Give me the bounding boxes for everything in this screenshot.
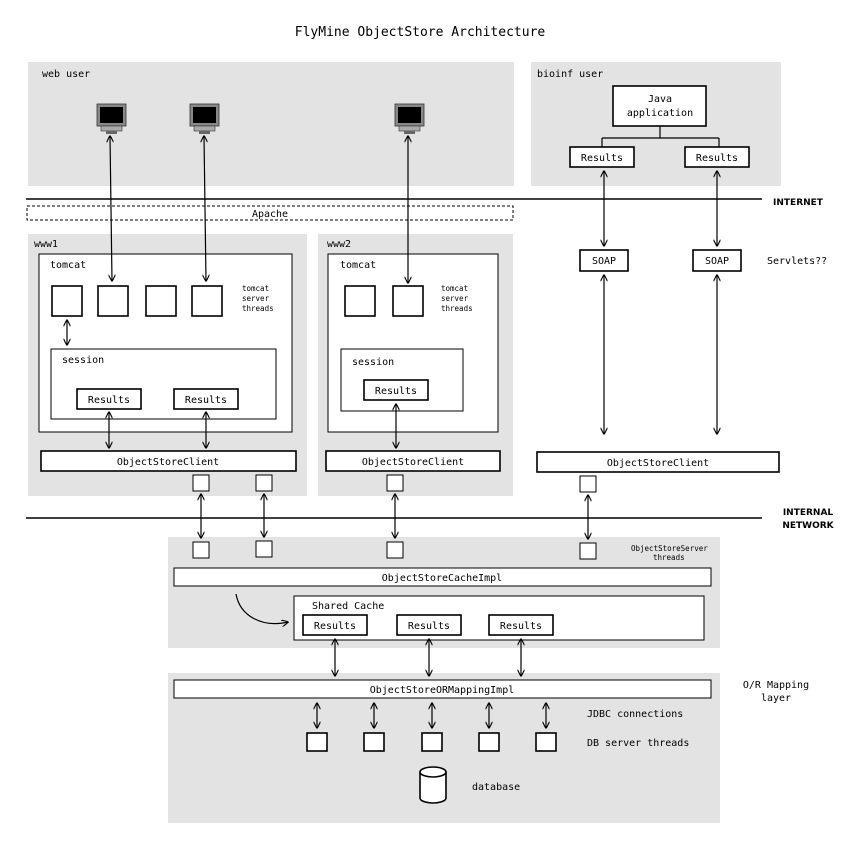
internet-label: INTERNET: [773, 198, 824, 208]
www1-thread-box: [51, 285, 83, 317]
www1-thread-box: [145, 285, 177, 317]
soap-left-box: [579, 249, 629, 272]
www2-results-label: Results: [375, 386, 417, 397]
objectstore-cache-impl: [173, 567, 712, 587]
www1-session-label: session: [62, 355, 104, 366]
shared-cache-results-2-label: Results: [408, 621, 450, 632]
jdbc-connections-label: JDBC connections: [587, 709, 683, 720]
www1-objectstoreclient: [40, 450, 297, 472]
monitor-icon: [96, 103, 127, 134]
arrow-monitor2-www1: [204, 136, 206, 281]
db-server-threads-label: DB server threads: [587, 738, 689, 749]
www2-objectstoreclient: [325, 450, 501, 472]
monitor-icon: [394, 103, 425, 134]
apache-label: Apache: [252, 209, 288, 220]
db-thread-box: [421, 732, 443, 752]
internal-network-label-2: NETWORK: [782, 521, 834, 531]
java-application-label-2: application: [627, 108, 693, 119]
bioinf-objectstoreclient-label: ObjectStoreClient: [607, 458, 709, 469]
soap-right-box: [692, 249, 742, 272]
bioinf-results-left: [569, 146, 635, 168]
db-thread-box: [306, 732, 328, 752]
db-thread-box: [535, 732, 557, 752]
database-cylinder-icon: [419, 766, 447, 804]
java-application-box: [612, 85, 707, 127]
connection-arrows: [67, 136, 717, 728]
bioinf-results-left-label: Results: [581, 153, 623, 164]
objectstore-ormapping-impl: [173, 679, 712, 699]
www1-threads-label: tomcat: [242, 284, 269, 293]
apache-box: [26, 205, 514, 221]
bioinf-results-right: [684, 146, 750, 168]
shared-cache-results-3: [488, 614, 554, 636]
www1-threads-label-2: server: [242, 294, 270, 303]
server-thread-box: [192, 541, 210, 559]
shared-cache-results-1: [302, 614, 368, 636]
or-mapping-label-2: layer: [761, 693, 791, 704]
server-thread-box: [386, 541, 404, 559]
www2-session-label: session: [352, 357, 394, 368]
db-thread-box: [363, 732, 385, 752]
curved-arrow-icon: [235, 593, 288, 624]
servlets-label: Servlets??: [767, 256, 827, 267]
www2-tomcat-label: tomcat: [340, 260, 376, 271]
www2-threads-label: tomcat: [441, 284, 468, 293]
or-mapping-label: O/R Mapping: [743, 680, 809, 691]
bioinf-objectstoreclient: [536, 451, 780, 473]
arrow-monitor1-www1: [110, 136, 112, 281]
client-connection-box: [386, 474, 404, 492]
www2-label: www2: [327, 239, 351, 250]
web-user-label: web user: [42, 69, 90, 80]
www1-label: www1: [34, 239, 58, 250]
bioinf-results-right-label: Results: [696, 153, 738, 164]
client-connection-box: [255, 474, 273, 492]
www1-results-left-label: Results: [88, 395, 130, 406]
soap-left-label: SOAP: [592, 256, 616, 267]
www1-thread-box: [191, 285, 223, 317]
server-thread-box: [579, 542, 597, 560]
shared-cache-results-1-label: Results: [314, 621, 356, 632]
db-thread-box: [478, 732, 500, 752]
client-connection-box: [579, 475, 597, 493]
database-label: database: [472, 782, 520, 793]
www2-threads-label-3: threads: [441, 304, 473, 313]
internal-network-label: INTERNAL: [783, 508, 834, 518]
www2-results: [363, 379, 429, 401]
www2-thread-box: [344, 285, 376, 317]
www1-results-right-label: Results: [185, 395, 227, 406]
client-connection-box: [192, 474, 210, 492]
objectstore-cache-impl-label: ObjectStoreCacheImpl: [382, 573, 502, 584]
shared-cache-results-3-label: Results: [500, 621, 542, 632]
server-thread-box: [255, 540, 273, 558]
www1-tomcat-label: tomcat: [50, 260, 86, 271]
bioinf-user-label: bioinf user: [537, 69, 603, 80]
shared-cache-label: Shared Cache: [312, 601, 384, 612]
monitor-icon: [189, 103, 220, 134]
objectstoreserver-threads-label: ObjectStoreServer: [631, 544, 708, 553]
www1-objectstoreclient-label: ObjectStoreClient: [117, 457, 219, 468]
objectstoreserver-threads-label-2: threads: [653, 553, 685, 562]
www1-thread-box: [97, 285, 129, 317]
objectstore-ormapping-impl-label: ObjectStoreORMappingImpl: [370, 685, 515, 696]
www1-results-right: [173, 388, 239, 410]
www1-results-left: [76, 388, 142, 410]
shared-cache-results-2: [396, 614, 462, 636]
www2-thread-box: [392, 285, 424, 317]
diagram-title: FlyMine ObjectStore Architecture: [295, 25, 546, 40]
java-application-label: Java: [648, 94, 672, 105]
www2-objectstoreclient-label: ObjectStoreClient: [362, 457, 464, 468]
www2-threads-label-2: server: [441, 294, 469, 303]
www1-threads-label-3: threads: [242, 304, 274, 313]
soap-right-label: SOAP: [705, 256, 729, 267]
